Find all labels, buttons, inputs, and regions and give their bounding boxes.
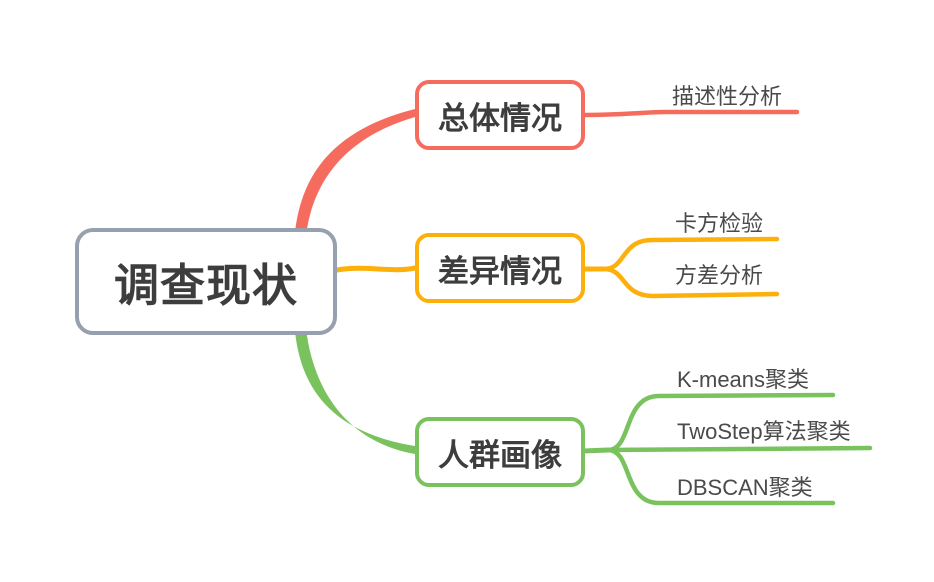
connector-root-persona (294, 316, 415, 454)
branch-node-persona-label: 人群画像 (438, 437, 562, 473)
connector-persona-twostep (605, 445, 873, 453)
connector-persona-dbscan (605, 447, 836, 506)
leaf-topic-variance-analysis[interactable]: 方差分析 (675, 263, 764, 288)
branch-node-overall-label: 总体情况 (438, 100, 562, 136)
connector-persona-stub (580, 447, 611, 454)
connector-root-diff (334, 265, 418, 273)
branch-node-overall[interactable]: 总体情况 (415, 80, 585, 150)
connector-diff-anova (601, 266, 780, 299)
leaf-topic-kmeans-clustering[interactable]: K-means聚类 (677, 367, 810, 392)
leaf-topic-dbscan-clustering[interactable]: DBSCAN聚类 (677, 475, 813, 500)
branch-node-diff-label: 差异情况 (438, 253, 562, 289)
leaf-topic-descriptive-analysis[interactable]: 描述性分析 (672, 84, 783, 109)
branch-node-persona[interactable]: 人群画像 (415, 417, 585, 487)
connector-overall-desc (582, 109, 800, 118)
leaf-topic-chi-square-test[interactable]: 卡方检验 (675, 211, 764, 236)
leaf-topic-twostep-clustering[interactable]: TwoStep算法聚类 (677, 419, 851, 444)
root-node-label: 调查现状 (113, 260, 298, 311)
connector-persona-kmeans (605, 392, 836, 453)
root-node[interactable]: 调查现状 (75, 228, 337, 335)
branch-node-diff[interactable]: 差异情况 (415, 233, 585, 303)
